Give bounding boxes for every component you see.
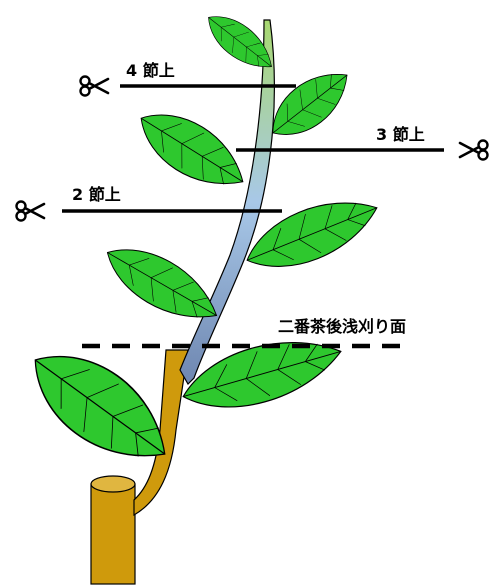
- label-cut-surface: 二番茶後浅刈り面: [278, 317, 406, 336]
- label-node3: 3 節上: [376, 125, 425, 144]
- scissors-icon: [81, 77, 109, 96]
- scissors-icon: [17, 202, 45, 221]
- new-shoot: [180, 20, 274, 384]
- label-node2: 2 節上: [72, 185, 121, 204]
- label-node4: 4 節上: [126, 61, 175, 80]
- scissors-icon: [460, 141, 488, 160]
- leaf-right-upper: [260, 59, 360, 150]
